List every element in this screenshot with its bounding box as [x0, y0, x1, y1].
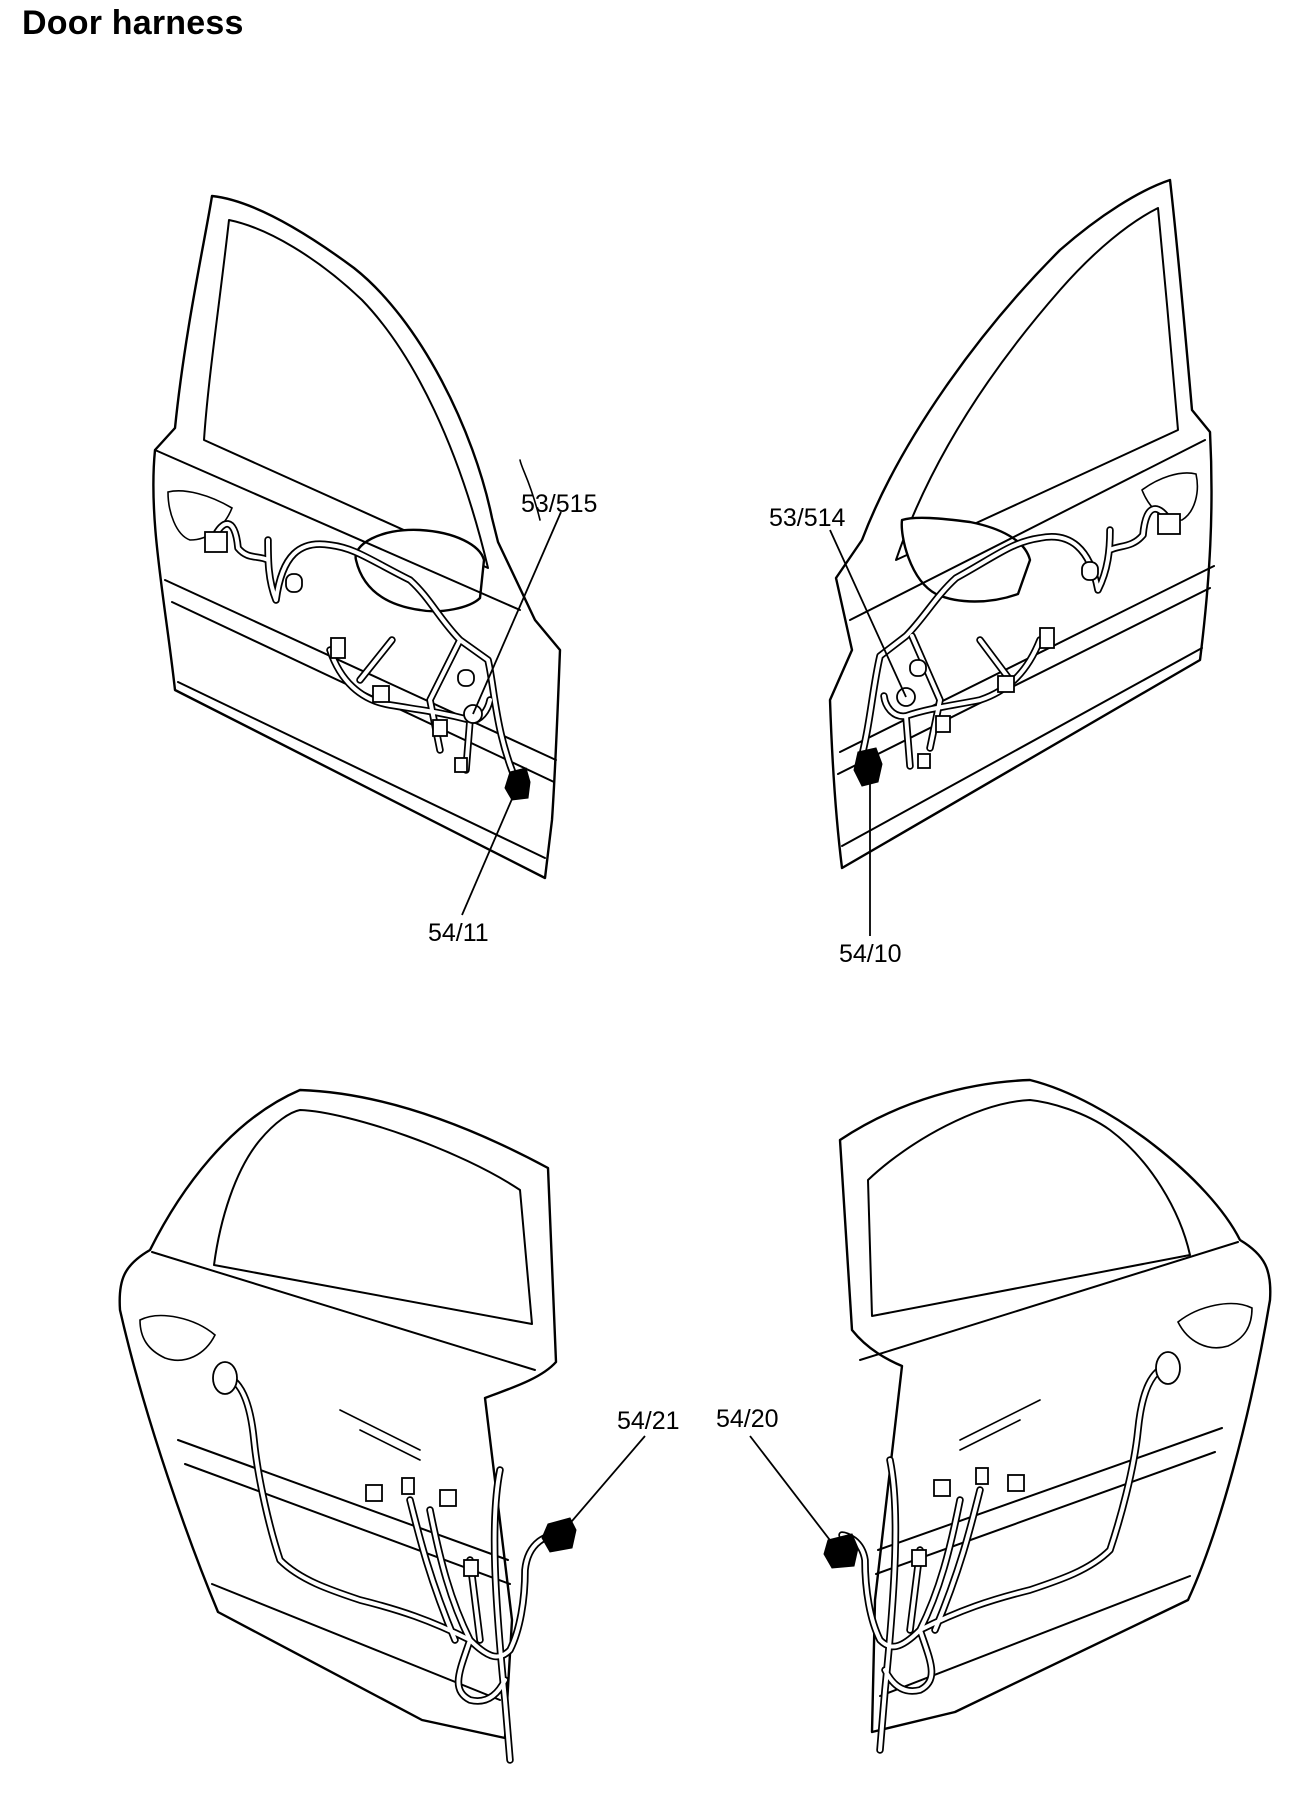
rear-left-door: 54/21: [118, 1088, 680, 1764]
front-right-connector-g: [917, 753, 931, 769]
front-left-connector-g: [454, 757, 468, 773]
rear-right-body-line-2: [875, 1451, 1216, 1575]
rear-left-connector-c: [439, 1489, 457, 1507]
front-left-mirror: [354, 528, 486, 613]
rear-left-body-line-2: [184, 1463, 511, 1585]
front-right-belt-line: [849, 439, 1206, 621]
rear-right-connector-leader: [749, 1435, 837, 1549]
front-left-door: 53/515 54/11: [152, 194, 597, 947]
front-left-connector-c: [330, 637, 346, 659]
rear-left-panel-lines: [339, 1409, 421, 1461]
rear-left-sill-line: [211, 1583, 501, 1701]
front-right-sill-line: [841, 647, 1203, 847]
rear-left-window-frame: [213, 1109, 533, 1325]
rear-right-belt-line: [859, 1241, 1239, 1361]
rear-left-door-outline: [118, 1088, 558, 1740]
front-left-door-connector: [504, 767, 531, 801]
rear-right-connector-a: [1007, 1474, 1025, 1492]
page-title: Door harness: [22, 4, 244, 42]
rear-right-door: 54/20: [716, 1078, 1272, 1754]
label-54-11: 54/11: [428, 919, 489, 947]
front-right-mirror: [900, 516, 1032, 603]
rear-right-connector-b: [975, 1467, 989, 1485]
front-left-connector-d: [372, 685, 390, 703]
front-right-connector-b: [1081, 561, 1099, 581]
rear-left-body-line-1: [177, 1439, 509, 1561]
rear-left-connector-leader: [559, 1435, 646, 1536]
front-left-connector-e: [457, 669, 475, 687]
front-right-connector-d: [997, 675, 1015, 693]
front-left-hinge-line: [519, 459, 541, 521]
rear-right-window-frame: [867, 1099, 1191, 1317]
front-right-connector-f: [935, 715, 951, 733]
rear-left-handle-recess: [139, 1314, 216, 1362]
rear-right-door-outline: [838, 1078, 1272, 1734]
rear-right-connector-c: [933, 1479, 951, 1497]
front-left-sill-line: [177, 681, 546, 859]
rear-left-handle-connector: [212, 1361, 238, 1395]
front-left-door-outline: [152, 194, 562, 880]
front-left-window-frame: [203, 219, 489, 569]
front-right-door: 53/514 54/10: [769, 178, 1215, 968]
rear-right-panel-lines: [959, 1399, 1041, 1451]
front-left-belt-line: [154, 449, 521, 611]
front-left-body-line-1: [164, 579, 557, 761]
front-left-grommet-leader: [472, 511, 562, 715]
front-right-body-line-2: [837, 587, 1211, 775]
front-right-window-frame: [895, 207, 1179, 561]
front-left-connector-leader: [461, 784, 519, 916]
rear-right-handle-connector: [1155, 1351, 1181, 1385]
front-right-connector-a: [1157, 513, 1181, 535]
front-right-grommet-leader: [829, 529, 907, 698]
rear-left-connector-a: [365, 1484, 383, 1502]
label-54-20: 54/20: [716, 1405, 779, 1433]
front-right-door-outline: [828, 178, 1213, 870]
label-54-21: 54/21: [617, 1407, 680, 1435]
rear-left-connector-d: [463, 1559, 479, 1577]
label-53-515: 53/515: [521, 490, 597, 518]
rear-left-belt-line: [151, 1251, 536, 1371]
front-right-door-connector: [853, 747, 883, 787]
front-left-connector-f: [432, 719, 448, 737]
rear-left-connector-b: [401, 1477, 415, 1495]
rear-right-handle-recess: [1176, 1302, 1253, 1349]
label-53-514: 53/514: [769, 504, 846, 532]
front-left-connector-a: [204, 531, 228, 553]
rear-right-connector-d: [911, 1549, 927, 1567]
front-left-connector-b: [285, 573, 303, 593]
front-right-connector-c: [1039, 627, 1055, 649]
rear-right-body-line-1: [877, 1427, 1223, 1551]
front-right-connector-e: [909, 659, 927, 677]
label-54-10: 54/10: [839, 940, 902, 968]
